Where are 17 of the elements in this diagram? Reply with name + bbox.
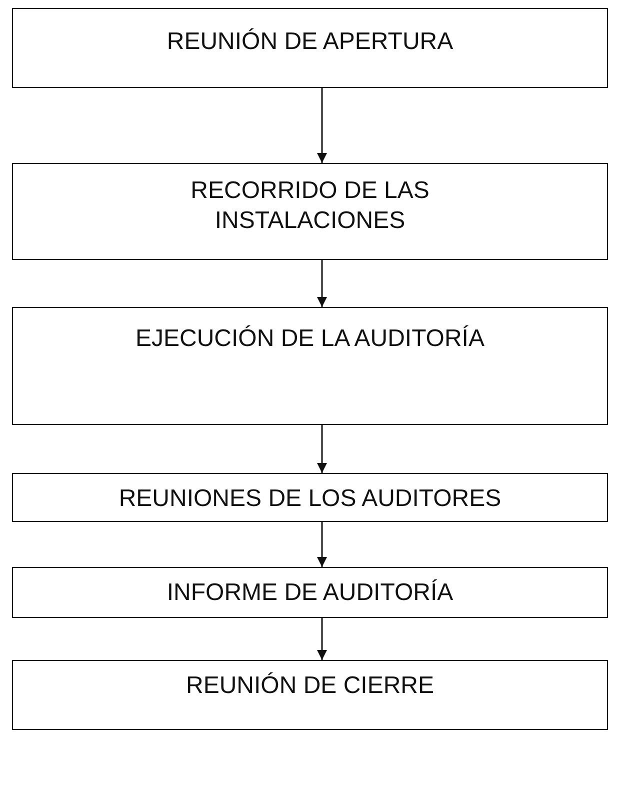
arrow (317, 260, 327, 307)
process-box (12, 660, 608, 730)
step-label: REUNIÓN DE CIERRE (186, 671, 434, 701)
process-box (12, 163, 608, 260)
arrow (317, 425, 327, 473)
process-box (12, 307, 608, 425)
arrow (317, 618, 327, 660)
step-label: RECORRIDO DE LAS INSTALACIONES (190, 176, 430, 236)
arrow (317, 88, 327, 163)
process-box (12, 473, 608, 522)
step-label: INFORME DE AUDITORÍA (166, 578, 454, 608)
arrow (317, 522, 327, 567)
step-label: REUNIONES DE LOS AUDITORES (118, 484, 502, 514)
process-box (12, 8, 608, 88)
step-label: REUNIÓN DE APERTURA (166, 27, 454, 57)
step-label: EJECUCIÓN DE LA AUDITORÍA (136, 324, 484, 354)
process-box (12, 567, 608, 618)
